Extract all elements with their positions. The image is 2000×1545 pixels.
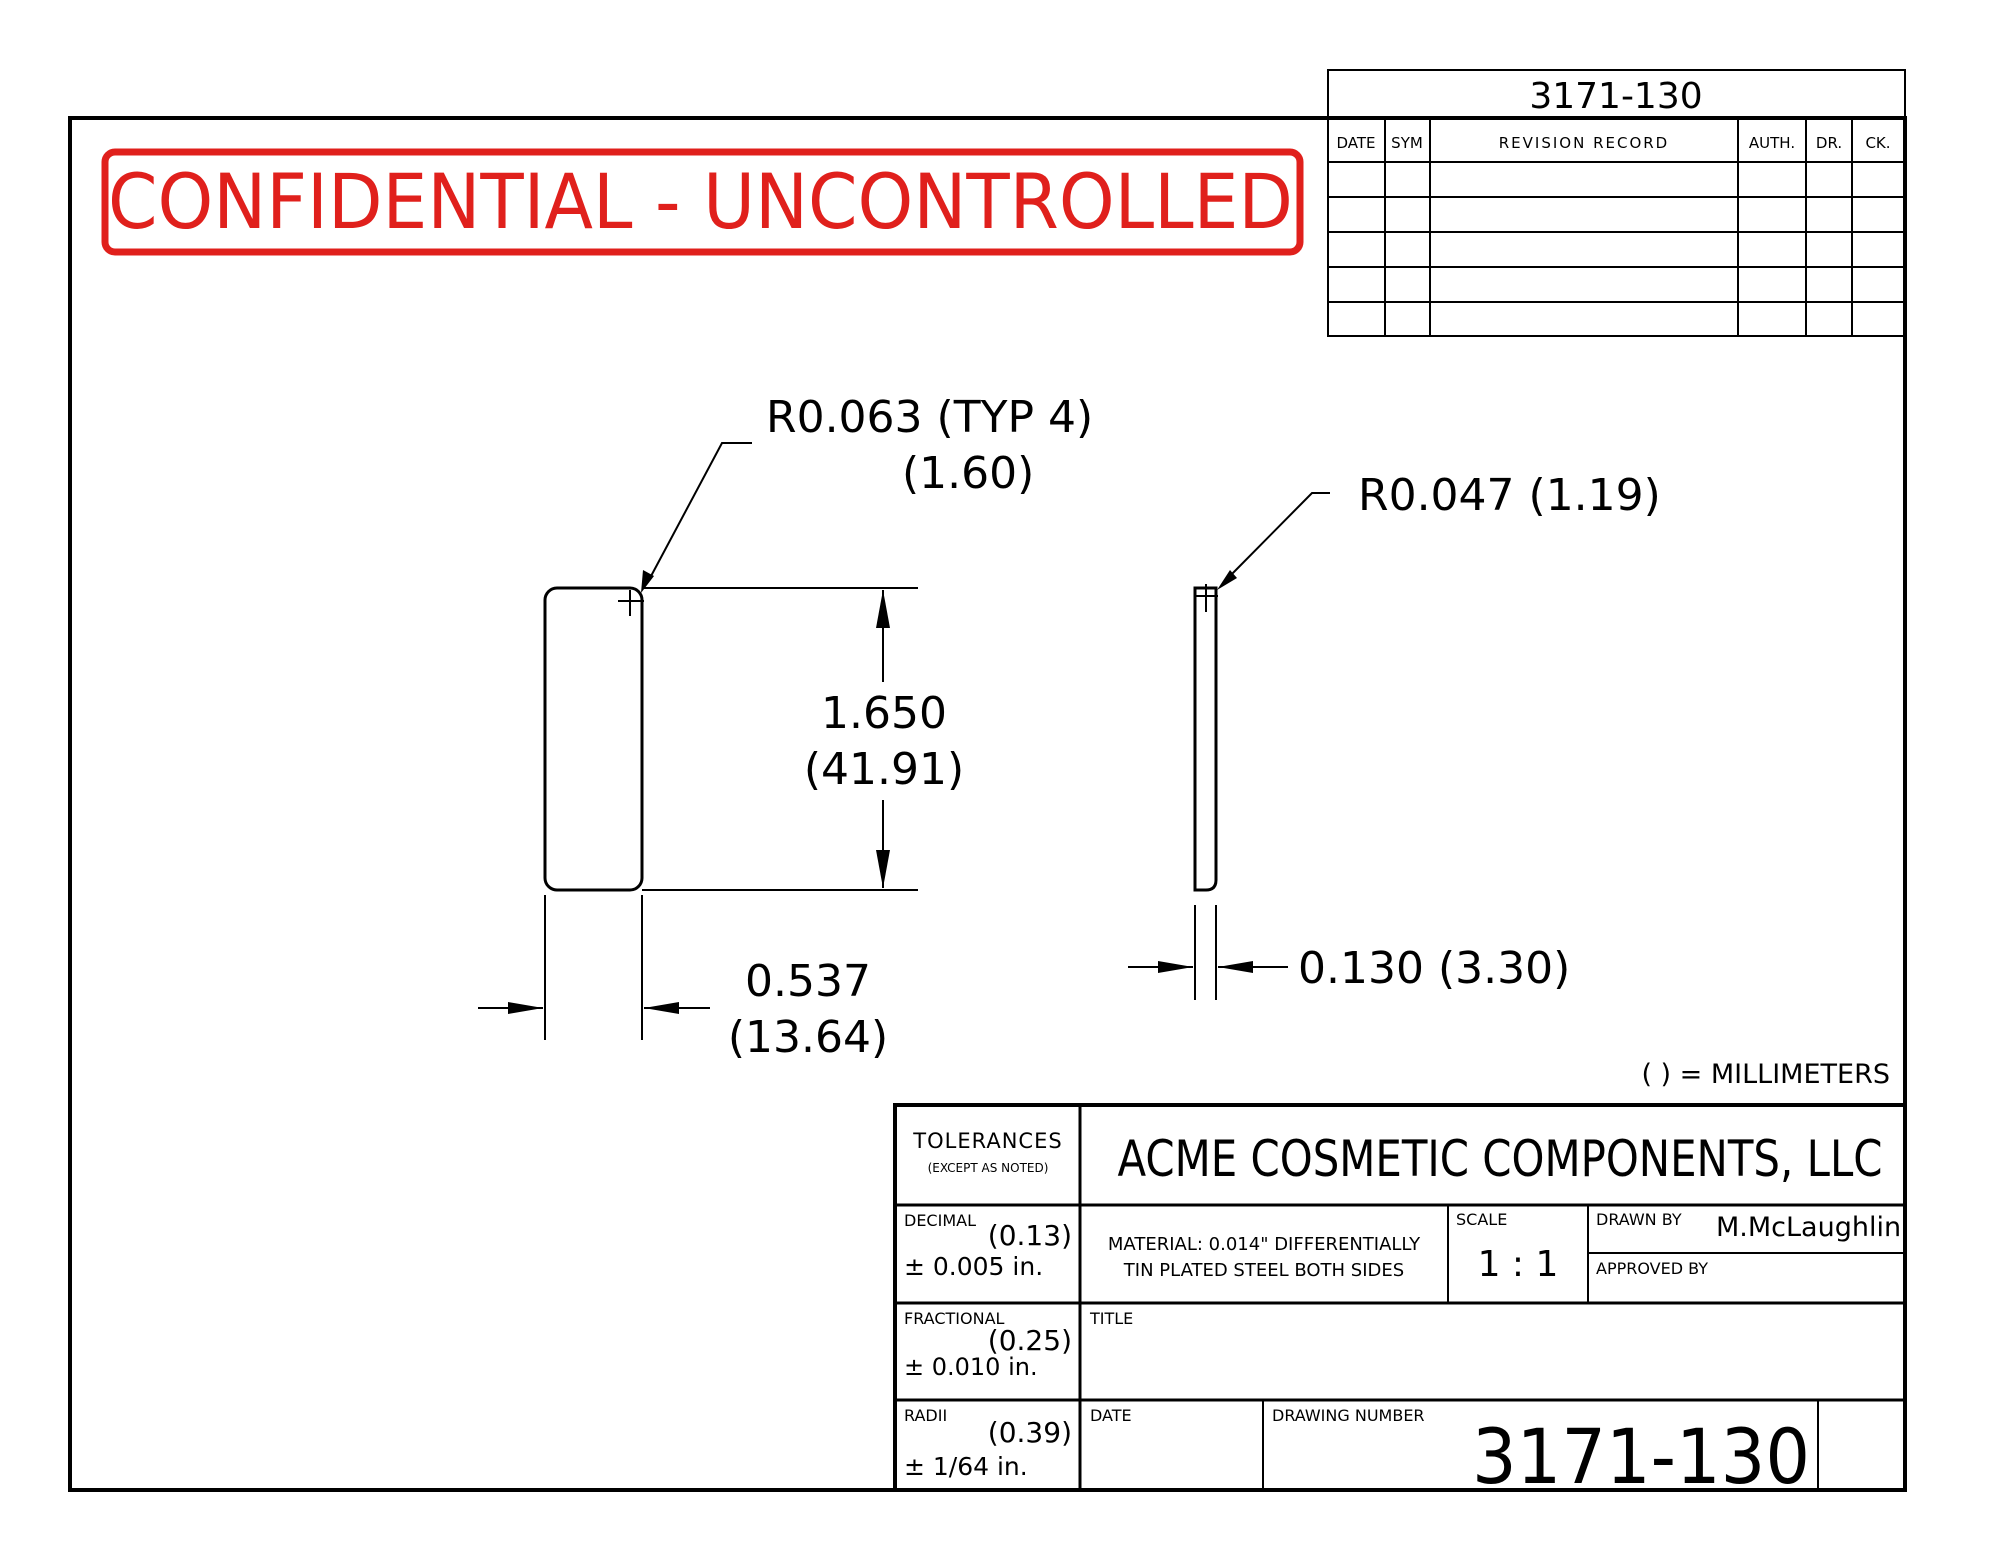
fractional-mm: (0.25) [988, 1324, 1072, 1357]
corner-radius-mm-label: (1.60) [902, 448, 1034, 499]
scale-label: SCALE [1456, 1210, 1507, 1229]
side-view: R0.047 (1.19) 0.130 (3.30) [1128, 470, 1661, 1000]
material-line-2: TIN PLATED STEEL BOTH SIDES [1123, 1260, 1404, 1281]
drawing-number-label: DRAWING NUMBER [1272, 1406, 1425, 1425]
fractional-label: FRACTIONAL [904, 1309, 1005, 1328]
front-view: R0.063 (TYP 4) (1.60) 1.650 (41.91) 0.53… [478, 392, 1093, 1063]
radii-value: ± 1/64 in. [904, 1452, 1028, 1481]
title-block: TOLERANCES (EXCEPT AS NOTED) ACME COSMET… [893, 1103, 1907, 1501]
tolerances-label: TOLERANCES [912, 1129, 1062, 1153]
confidential-banner-frame [101, 148, 1304, 256]
rev-header-sym: SYM [1391, 134, 1423, 152]
scale-value: 1 : 1 [1478, 1244, 1559, 1285]
units-note: ( ) = MILLIMETERS [1641, 1059, 1890, 1090]
drawn-by-value: M.McLaughlin [1716, 1212, 1901, 1243]
radii-label: RADII [904, 1406, 947, 1425]
rev-header-record: REVISION RECORD [1499, 134, 1669, 152]
material-line-1: MATERIAL: 0.014" DIFFERENTIALLY [1108, 1234, 1421, 1255]
rev-header-date: DATE [1336, 134, 1375, 152]
height-mm-label: (41.91) [804, 744, 964, 795]
corner-radius-label: R0.063 (TYP 4) [766, 392, 1093, 443]
rev-header-auth: AUTH. [1749, 134, 1795, 152]
company-name: ACME COSMETIC COMPONENTS, LLC [1118, 1130, 1883, 1188]
drawing-border [68, 116, 1907, 1492]
drawing-number-value: 3171-130 [1472, 1412, 1810, 1501]
title-label: TITLE [1089, 1309, 1133, 1328]
edge-radius-label: R0.047 (1.19) [1358, 470, 1661, 521]
approved-by-label: APPROVED BY [1596, 1259, 1708, 1278]
confidential-banner-text: CONFIDENTIAL - UNCONTROLLED [108, 157, 1293, 246]
revision-table: DATE SYM REVISION RECORD AUTH. DR. CK. [1327, 117, 1906, 337]
rev-header-ck: CK. [1865, 134, 1890, 152]
thickness-label: 0.130 (3.30) [1298, 943, 1570, 994]
fractional-value: ± 0.010 in. [904, 1353, 1038, 1381]
part-outline-front [543, 586, 644, 892]
part-outline-side [1193, 586, 1218, 892]
width-mm-label: (13.64) [728, 1012, 888, 1063]
tolerances-sub-label: (EXCEPT AS NOTED) [928, 1161, 1049, 1175]
decimal-mm: (0.13) [988, 1219, 1072, 1252]
decimal-label: DECIMAL [904, 1211, 976, 1230]
width-label: 0.537 [745, 956, 871, 1007]
radii-mm: (0.39) [988, 1416, 1072, 1449]
date-label: DATE [1090, 1406, 1132, 1425]
rev-header-dr: DR. [1816, 134, 1842, 152]
top-drawing-number: 3171-130 [1529, 76, 1702, 117]
drawn-by-label: DRAWN BY [1596, 1210, 1682, 1229]
height-label: 1.650 [821, 688, 947, 739]
decimal-value: ± 0.005 in. [904, 1252, 1043, 1281]
